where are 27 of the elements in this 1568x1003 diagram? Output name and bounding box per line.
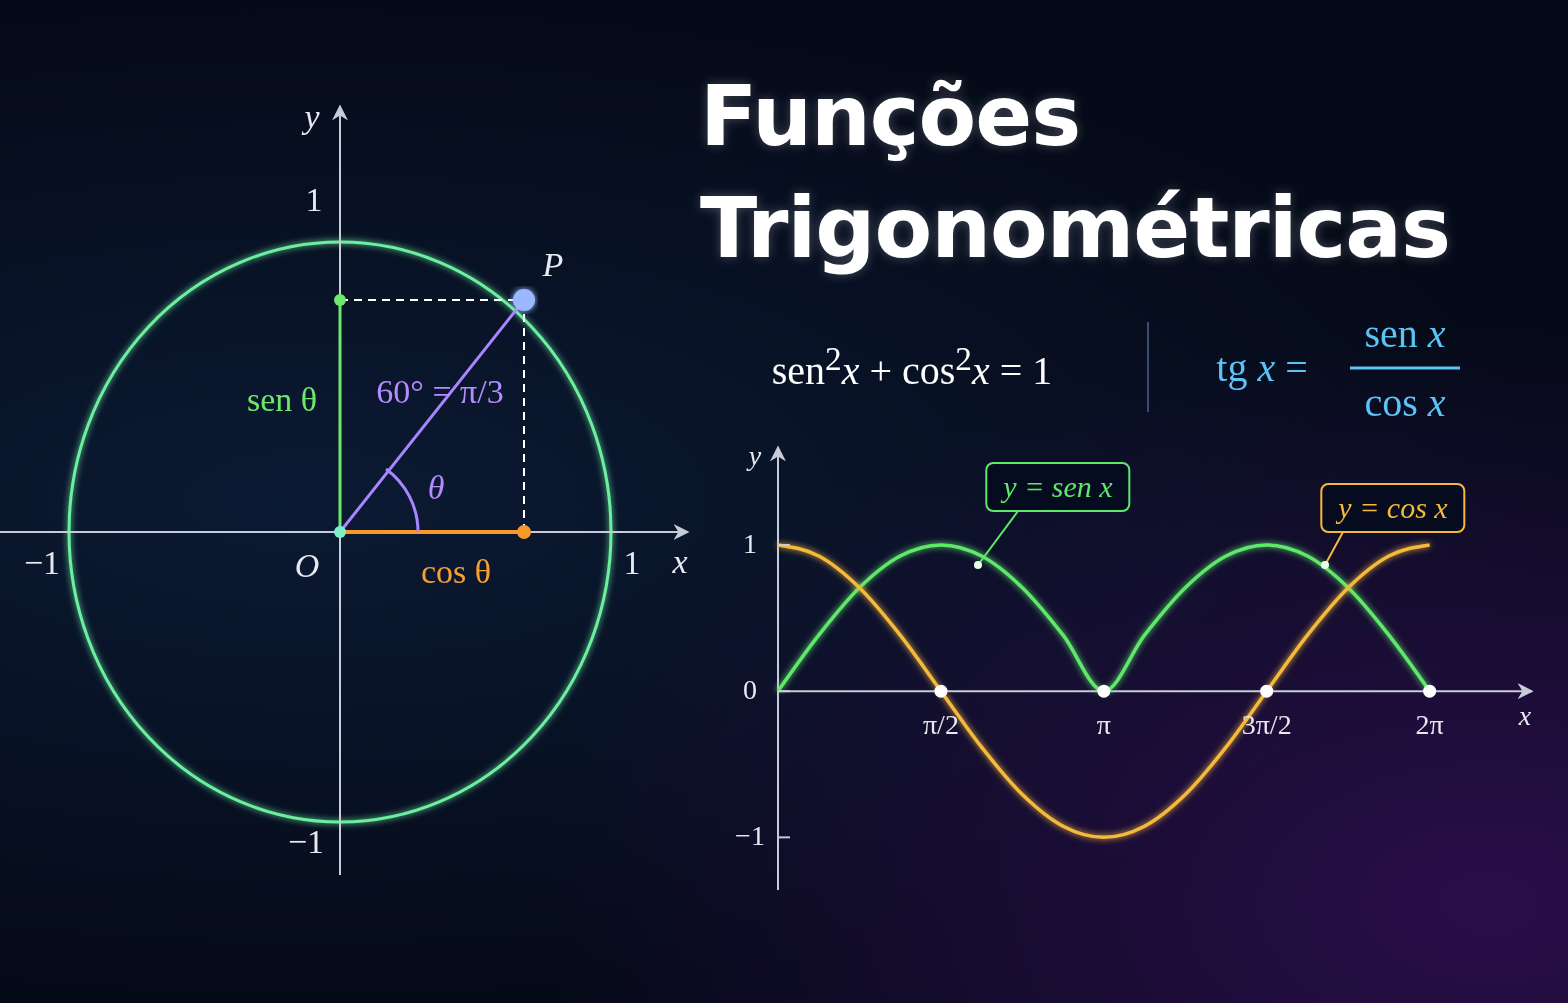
tick-label: −1: [735, 820, 765, 853]
point-label: P: [542, 246, 564, 284]
fraction-numerator: sen x: [1364, 309, 1446, 357]
tick-label: −1: [23, 544, 61, 582]
identity-formula: sen$^{2}$x + cos$^{2}$x = 1: [771, 339, 1053, 395]
angle-label: 60° = π/3: [376, 373, 504, 411]
tick-label: 1: [305, 181, 323, 219]
axis-label: x: [672, 543, 688, 581]
sine-label: sen θ: [246, 381, 318, 419]
tick-label: −1: [287, 823, 325, 861]
series-label: y = sen x: [985, 462, 1131, 512]
title: Funções Trigonométricas: [700, 66, 1451, 279]
series-label: y = cos x: [1320, 483, 1466, 533]
tick-label: 1: [623, 544, 641, 582]
axis-label: x: [1518, 700, 1532, 732]
tick-label: 3π/2: [1241, 709, 1292, 742]
fraction-denominator: cos x: [1364, 378, 1446, 426]
origin-label: O: [294, 547, 320, 585]
tick-label: 2π: [1415, 709, 1444, 742]
tick-label: π/2: [922, 709, 959, 742]
tick-label: 1: [743, 527, 757, 560]
tick-label: 0: [743, 674, 757, 707]
tangent-formula: tg x =: [1216, 343, 1308, 391]
axis-label: y: [748, 440, 762, 472]
cosine-label: cos θ: [420, 553, 492, 591]
angle-label: θ: [427, 469, 445, 507]
tick-label: π: [1096, 709, 1111, 742]
